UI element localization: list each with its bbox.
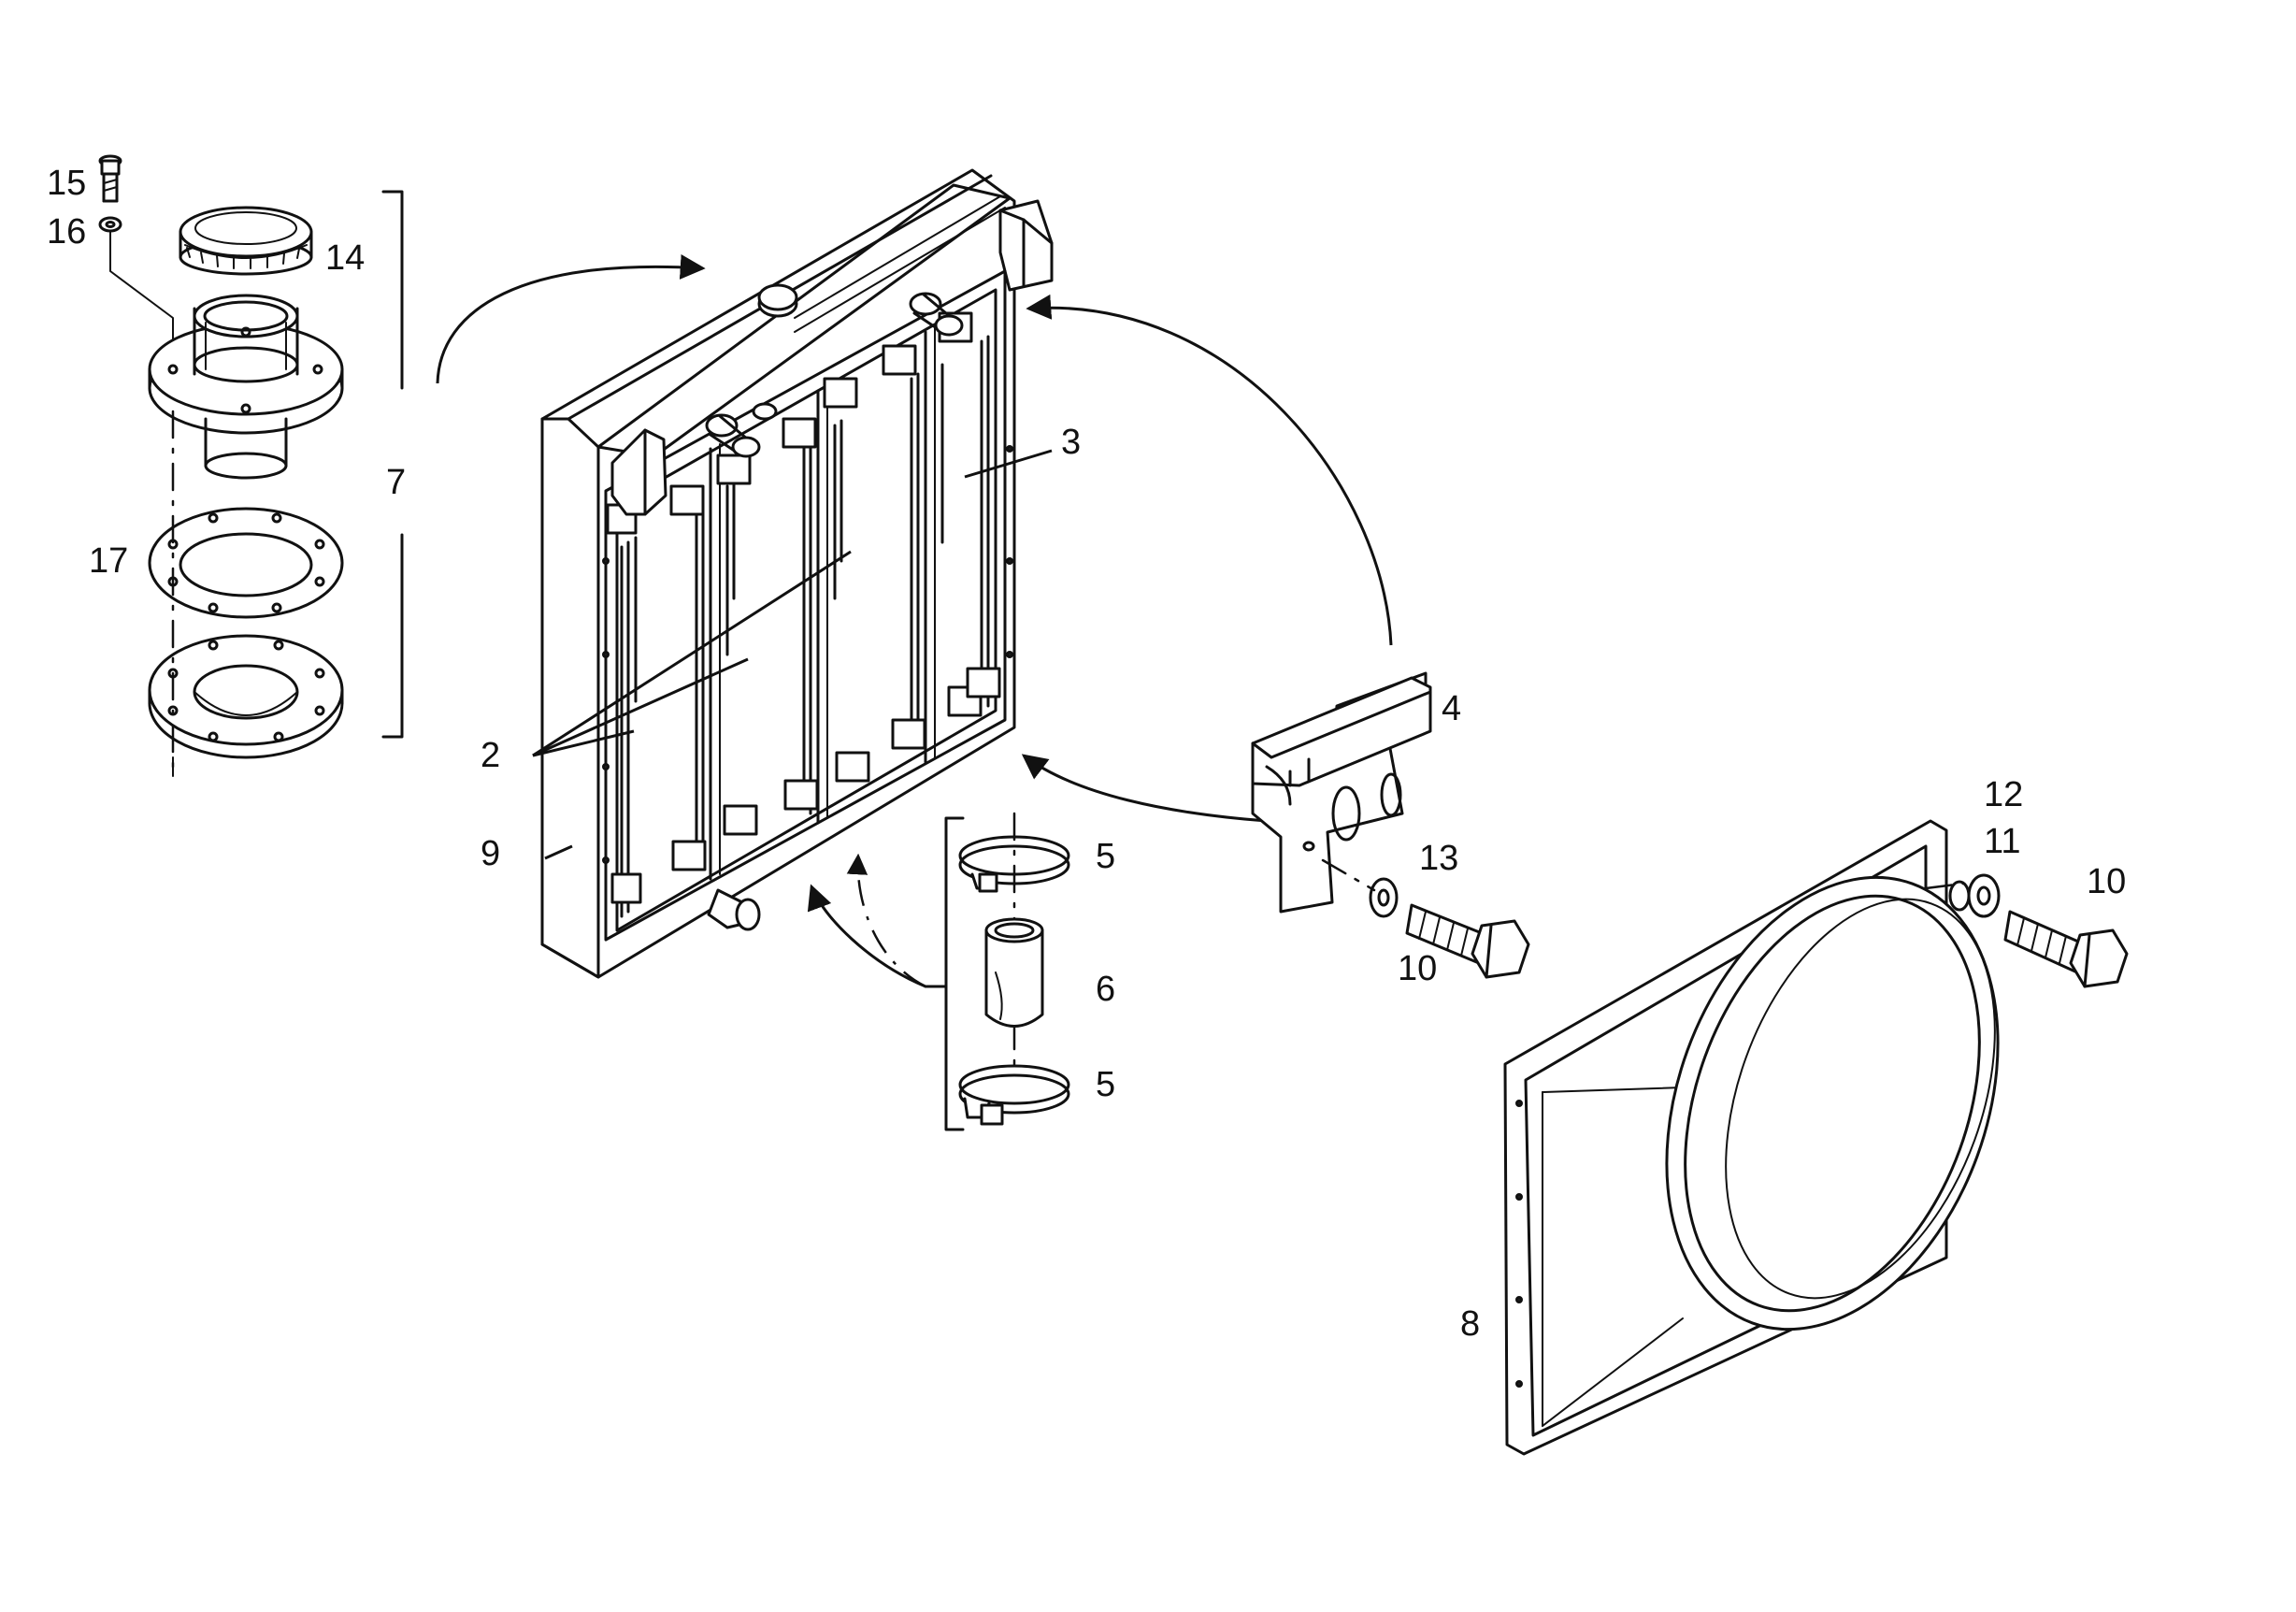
arrow-neck-to-radiator (436, 254, 706, 384)
callout-5-top: 5 (1096, 837, 1115, 876)
washer-16 (98, 216, 122, 233)
base-flange (148, 634, 344, 759)
fan-shroud-8 (1503, 819, 2000, 1456)
callout-14: 14 (325, 238, 365, 278)
hose-6 (984, 917, 1044, 1028)
top-left-bracket (610, 428, 667, 516)
leader-3 (964, 449, 1053, 479)
radiator-core (540, 168, 1054, 979)
gasket-17 (148, 507, 344, 619)
callout-labels: 15 16 14 7 17 3 2 9 4 5 6 5 13 10 12 11 … (47, 164, 2126, 1344)
bottom-connectors (610, 667, 1001, 904)
callout-15: 15 (47, 164, 86, 203)
bolt-15 (98, 154, 122, 203)
washers-11-12 (1948, 873, 2001, 918)
hose-group (924, 812, 1070, 1131)
bracket-7 (381, 190, 404, 739)
callout-12: 12 (1984, 775, 2023, 814)
rubber-mount-4 (1251, 671, 1432, 914)
callout-17: 17 (89, 541, 128, 581)
callout-2: 2 (481, 736, 500, 775)
core-fins-hatch (620, 335, 990, 918)
callout-5-bottom: 5 (1096, 1065, 1115, 1104)
arrow-mount-to-radiator-bottom (1021, 754, 1268, 823)
filler-cap-14 (179, 206, 313, 276)
callout-16: 16 (47, 212, 86, 252)
filler-neck-flange (148, 294, 344, 480)
bottom-outlet-pipe (707, 888, 761, 931)
leader-2b (532, 657, 749, 757)
callout-13: 13 (1419, 839, 1458, 878)
arrow-mount-to-radiator-top (1026, 294, 1393, 646)
callout-9: 9 (481, 834, 500, 873)
bolt-10-right (2003, 910, 2129, 988)
top-right-bracket (998, 199, 1054, 292)
leader-2c (532, 729, 635, 757)
hose-clamp-5-bottom (958, 1064, 1070, 1126)
arrow-hose-to-radiator-1 (807, 884, 926, 988)
washer-13 (1369, 877, 1399, 918)
callout-4: 4 (1442, 689, 1461, 728)
bolt-10-left (1405, 903, 1530, 979)
callout-3: 3 (1061, 423, 1081, 462)
callout-6: 6 (1096, 970, 1115, 1009)
leader-9 (544, 844, 573, 860)
leader-2a (532, 550, 852, 757)
callout-11: 11 (1984, 822, 2020, 861)
filler-neck-assembly (98, 154, 344, 778)
top-pipe-stubs (705, 292, 964, 458)
side-holes (602, 445, 1013, 864)
callout-10-right: 10 (2087, 862, 2126, 901)
arrow-hose-to-radiator-2 (846, 853, 926, 988)
callout-10-left: 10 (1398, 949, 1437, 988)
callout-8: 8 (1460, 1304, 1480, 1344)
callout-7: 7 (386, 463, 406, 502)
